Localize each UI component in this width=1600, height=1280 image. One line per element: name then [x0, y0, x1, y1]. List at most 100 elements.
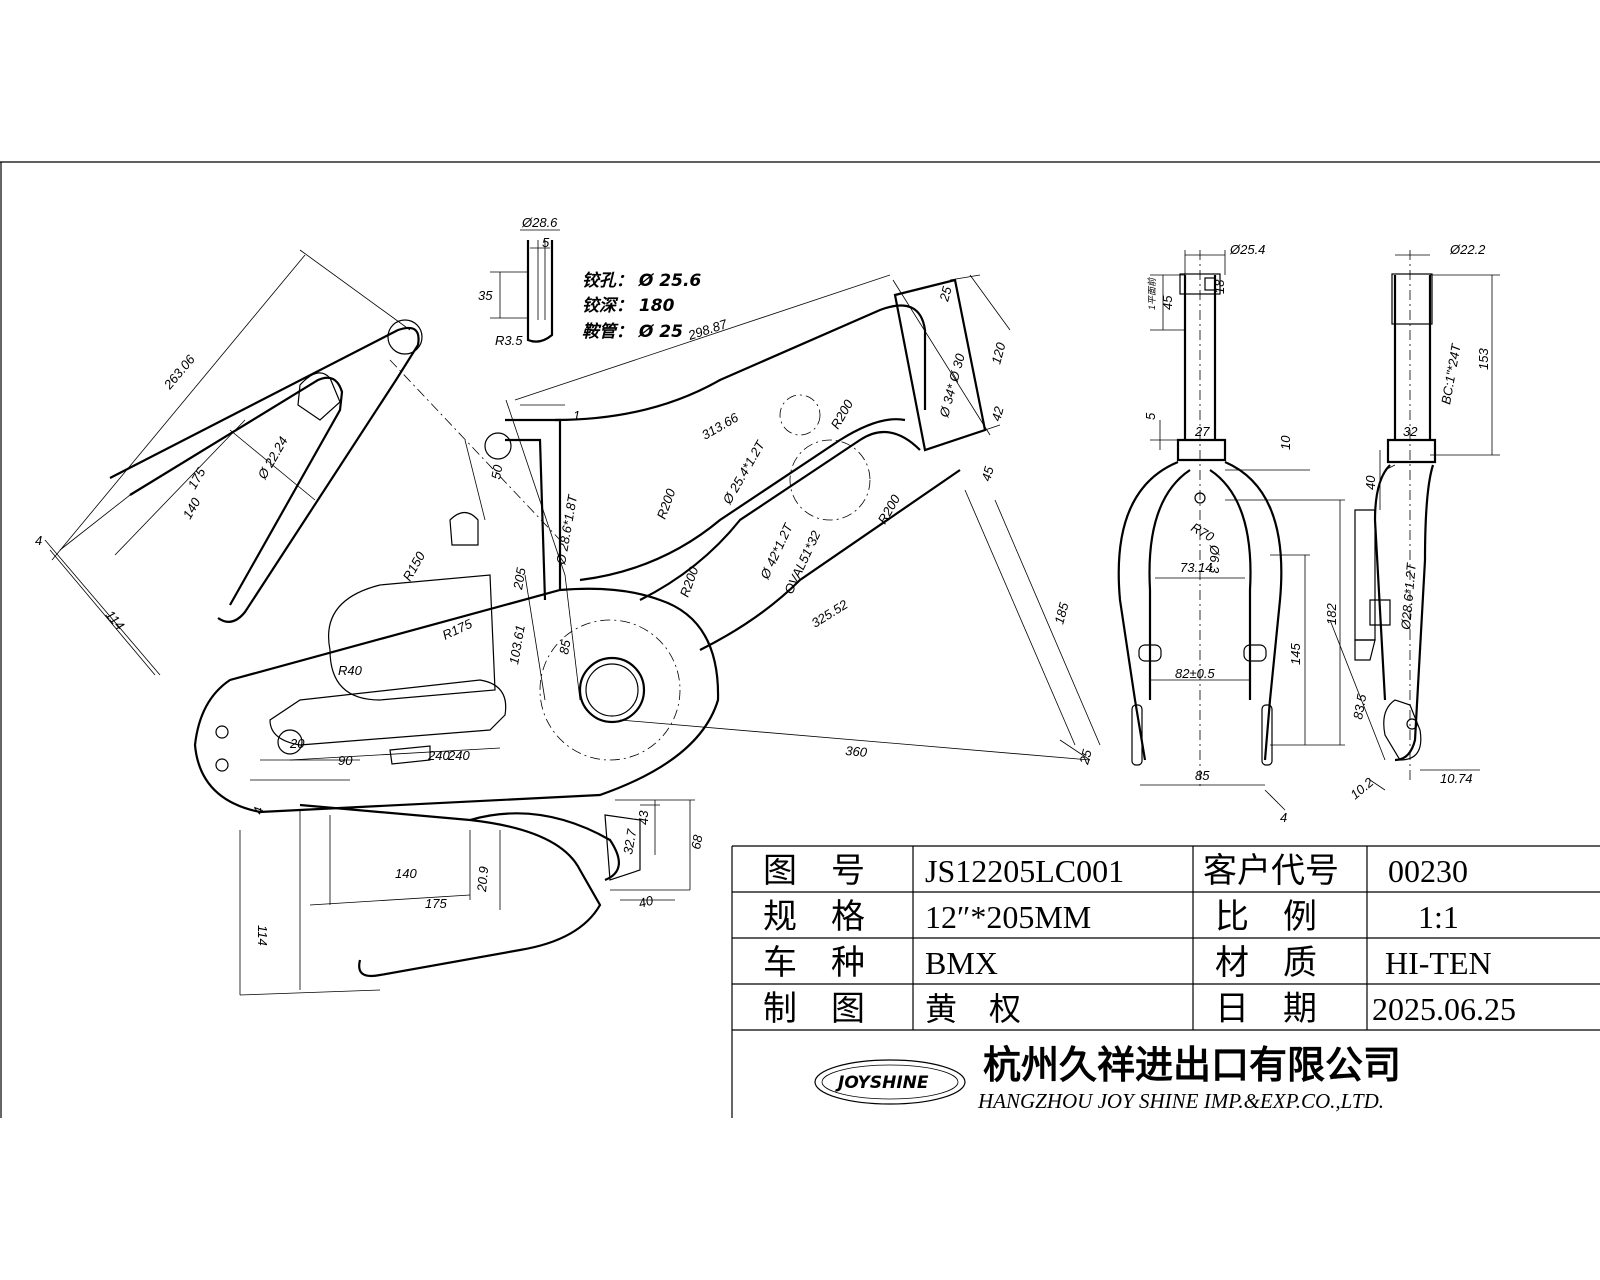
dim-inset-slot: 5 — [542, 235, 550, 250]
note-seat-post: 鞍管： Ø 25 — [582, 322, 683, 342]
dim-chain-stay-20: 20.9 — [474, 866, 491, 894]
dim-fork-side-83: 83.5 — [1350, 692, 1369, 720]
dim-inset-radius: R3.5 — [495, 333, 523, 348]
dim-fork-steerer-od: Ø25.4 — [1229, 242, 1265, 257]
dim-fork-5: 5 — [1143, 412, 1158, 420]
dim-seat-tube-85: 85 — [556, 638, 573, 656]
dim-chain-guard-20: 20 — [289, 736, 305, 751]
dim-chain-guard-r40: R40 — [338, 663, 363, 678]
sheet-border — [0, 161, 1600, 1118]
dim-seat-tube-dia: Ø 28.6*1.8T — [553, 493, 580, 567]
dim-down-tube-r200b: R200 — [875, 491, 904, 526]
dim-fork-flat-note: 1平面前 — [1147, 276, 1157, 310]
tb-value-drawing-no: JS12205LC001 — [925, 853, 1124, 889]
dim-fork-side-10-74: 10.74 — [1440, 771, 1473, 786]
tb-label-drawing-no: 图 号 — [763, 851, 865, 891]
tb-value-date: 2025.06.25 — [1372, 991, 1516, 1027]
dim-fork-82: 82±0.5 — [1175, 666, 1215, 681]
dim-chain-stay-68: 68 — [688, 833, 705, 851]
dim-chain-guard-r175: R175 — [440, 616, 475, 643]
tb-value-material: HI-TEN — [1385, 945, 1492, 981]
company-logo: JOYSHINE — [814, 1059, 966, 1105]
dim-chain-stay-140: 140 — [395, 866, 417, 881]
dim-seat-stay-4: 4 — [35, 533, 42, 548]
chain-guard — [193, 574, 720, 814]
dim-head-120: 120 — [988, 340, 1008, 366]
tb-value-bike-type: BMX — [925, 945, 998, 981]
dim-fork-45: 45 — [1160, 295, 1175, 310]
dim-chain-guard-240b: 240 — [447, 748, 470, 763]
note-ream-depth: 铰深： 180 — [582, 296, 675, 316]
dim-top-tube-r200b: R200 — [654, 486, 679, 521]
title-block: 图 号 JS12205LC001 客户代号 00230 规 格 12″*205M… — [731, 845, 1600, 1118]
dim-chain-stay-175: 175 — [425, 896, 447, 911]
company-name-english: HANGZHOU JOY SHINE IMP.&EXP.CO.,LTD. — [977, 1089, 1384, 1113]
dim-down-tube-360: 360 — [845, 743, 869, 760]
dim-fork-85: 85 — [1195, 768, 1210, 783]
dim-chain-stay-114: 114 — [255, 925, 270, 946]
dim-fork-18: 18 — [1212, 279, 1227, 294]
chain-stay — [239, 799, 695, 996]
head-tube — [893, 274, 1101, 746]
dim-seat-stay-175: 175 — [185, 465, 209, 492]
fork-front-view: Ø25.4 18 45 1平面前 5 27 10 R70 Ø6.3 73.14 … — [1117, 242, 1345, 825]
dim-fork-27: 27 — [1194, 424, 1210, 439]
dim-seat-stay-114: 114 — [103, 607, 128, 633]
tb-value-drafter: 黄 权 — [925, 991, 1021, 1027]
dim-fork-4: 4 — [1280, 810, 1287, 825]
dim-top-tube-r200a: R200 — [828, 396, 857, 431]
dim-seat-stay-140: 140 — [180, 495, 204, 522]
company-name-chinese: 杭州久祥进出口有限公司 — [983, 1042, 1401, 1087]
dim-chain-guard-r150: R150 — [400, 548, 429, 583]
dim-head-42: 42 — [988, 404, 1006, 423]
dim-down-tube-r200a: R200 — [677, 564, 702, 599]
dim-chain-stay-43: 43 — [636, 810, 651, 825]
dim-chain-guard-90: 90 — [338, 753, 353, 768]
dim-head-dia: Ø 34* Ø 30 — [936, 351, 968, 419]
dim-seat-stay-263: 263.06 — [160, 351, 198, 392]
dim-fork-73: 73.14 — [1180, 560, 1213, 575]
dim-fork-hole: Ø6.3 — [1207, 544, 1222, 574]
dim-fork-side-blade: Ø28.6*1.2T — [1398, 562, 1419, 632]
tb-label-material: 材 质 — [1215, 943, 1317, 983]
dim-top-tube-298: 298.87 — [685, 316, 729, 343]
dim-inset-length: 35 — [478, 288, 493, 303]
dim-chain-guard-240a: 240 — [427, 748, 450, 763]
dim-fork-10: 10 — [1278, 435, 1293, 450]
dim-fork-side-40: 40 — [1363, 475, 1378, 490]
dim-seat-tube-205: 205 — [510, 566, 529, 592]
tb-label-bike-type: 车 种 — [763, 943, 865, 983]
tb-value-customer-code: 00230 — [1388, 853, 1468, 889]
dim-fork-side-153: 153 — [1476, 348, 1491, 370]
dim-fork-side-thread: BC:1"*24T — [1438, 342, 1464, 406]
top-tube — [514, 274, 1011, 582]
dim-seat-tube-1: 1 — [573, 408, 580, 423]
seat-stay — [44, 249, 561, 676]
dim-chain-stay-32: 32.7 — [620, 827, 639, 855]
dim-fork-side-10: 10.2 — [1347, 774, 1377, 802]
dim-fork-side-od: Ø22.2 — [1449, 242, 1486, 257]
dim-seat-tube-103: 103.61 — [506, 624, 528, 666]
dim-seat-tube-50: 50 — [488, 463, 505, 481]
dim-top-tube-dia: Ø 25.4*1.2T — [719, 437, 768, 507]
dim-chain-stay-4: 4 — [250, 806, 266, 816]
tb-value-spec: 12″*205MM — [925, 899, 1091, 935]
dim-head-25: 25 — [936, 284, 955, 304]
dim-inset-od: Ø28.6 — [521, 215, 558, 230]
down-tube — [619, 430, 1091, 761]
dim-fork-side-32: 32 — [1403, 424, 1418, 439]
dim-fork-145: 145 — [1288, 643, 1303, 665]
tb-label-customer-code: 客户代号 — [1203, 851, 1339, 891]
tb-label-drafter: 制 图 — [763, 989, 865, 1029]
fork-side-view: Ø22.2 153 BC:1"*24T 32 40 Ø28.6*1.2T 83.… — [1329, 242, 1500, 802]
note-ream-hole: 铰孔： Ø 25.6 — [582, 271, 701, 291]
dim-top-tube-313: 313.66 — [699, 409, 742, 442]
tb-value-scale: 1:1 — [1418, 899, 1459, 935]
dim-fork-r70: R70 — [1189, 520, 1218, 545]
dim-head-45: 45 — [978, 464, 996, 483]
dim-down-tube-185: 185 — [1051, 600, 1071, 626]
dim-down-tube-325: 325.52 — [809, 596, 851, 630]
tb-label-spec: 规 格 — [763, 897, 865, 937]
logo-text: JOYSHINE — [835, 1073, 929, 1093]
